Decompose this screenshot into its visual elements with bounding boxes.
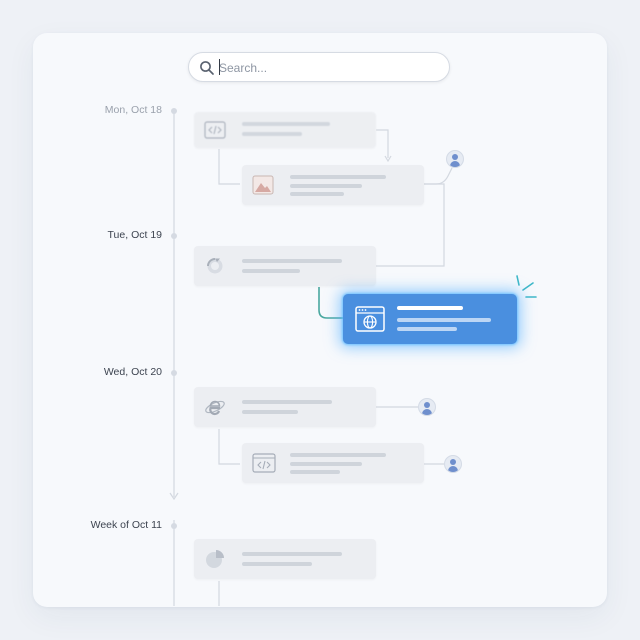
pie-chart-icon — [206, 550, 224, 568]
date-label: Wed, Oct 20 — [103, 366, 162, 378]
search-bar[interactable] — [188, 52, 450, 82]
timeline-dot — [171, 370, 177, 376]
date-label: Tue, Oct 19 — [107, 229, 162, 241]
connector-5 — [318, 287, 343, 319]
connector-4 — [376, 183, 445, 267]
internet-explorer-icon — [205, 400, 225, 416]
refresh-icon — [207, 258, 223, 274]
timeline-dot — [171, 233, 177, 239]
user-avatar-icon[interactable] — [446, 150, 464, 168]
connector-7 — [218, 429, 240, 465]
history-card[interactable] — [242, 443, 424, 483]
timeline-dot — [171, 108, 177, 114]
history-card-active[interactable] — [343, 294, 517, 344]
sparkle-icon — [516, 275, 537, 298]
connector-2 — [218, 149, 240, 185]
history-card[interactable] — [194, 246, 376, 286]
date-label: Week of Oct 11 — [90, 519, 162, 531]
code-icon — [204, 121, 226, 139]
search-input[interactable] — [219, 59, 429, 76]
timeline-arrow — [169, 492, 179, 501]
globe-browser-icon — [355, 306, 385, 332]
history-card[interactable] — [242, 165, 424, 205]
timeline-dot — [171, 523, 177, 529]
connector-3 — [424, 167, 453, 185]
history-card[interactable] — [194, 539, 376, 579]
history-card[interactable] — [194, 112, 376, 148]
date-label: Mon, Oct 18 — [104, 104, 162, 116]
user-avatar-icon[interactable] — [418, 398, 436, 416]
text-cursor — [219, 59, 220, 75]
user-avatar-icon[interactable] — [444, 455, 462, 473]
search-icon — [200, 61, 214, 75]
history-card[interactable] — [194, 387, 376, 427]
image-icon — [252, 175, 274, 195]
code-icon — [252, 453, 276, 473]
connector-1 — [376, 129, 389, 158]
